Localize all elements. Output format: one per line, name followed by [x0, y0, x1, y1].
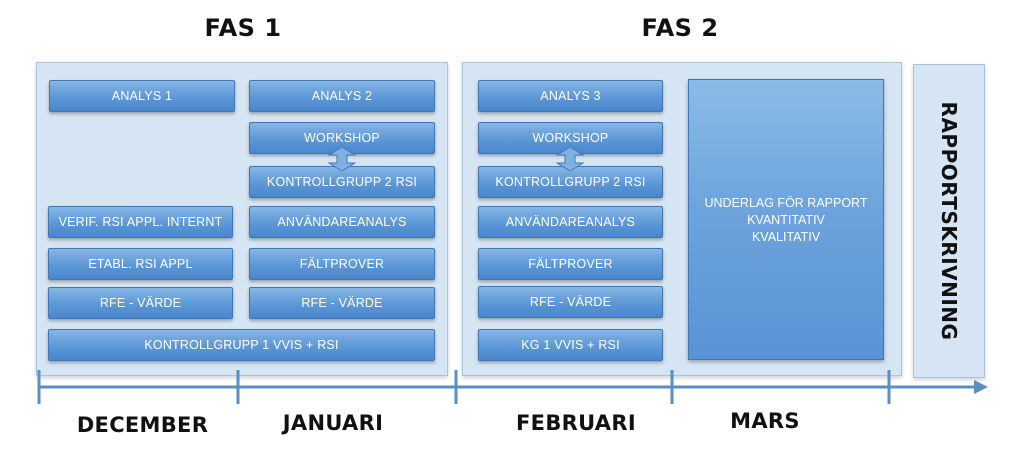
rfe-varde-box-left: RFE - VÄRDE	[48, 287, 233, 319]
analys-2-box: ANALYS 2	[249, 80, 435, 112]
phase-1-title: FAS 1	[204, 14, 282, 42]
double-arrow-icon-2	[556, 147, 584, 171]
rapportskrivning-panel: RAPPORTSKRIVNING	[913, 64, 985, 378]
kontrollgrupp-1-box: KONTROLLGRUPP 1 VVIS + RSI	[48, 329, 435, 361]
underlag-line-2: KVANTITATIV	[747, 213, 825, 227]
underlag-line-3: KVALITATIV	[751, 230, 821, 244]
month-januari: JANUARI	[282, 411, 384, 435]
month-december: DECEMBER	[76, 413, 209, 437]
anvandareanalys-box-2: ANVÄNDAREANALYS	[478, 206, 663, 238]
rapportskrivning-label: RAPPORTSKRIVNING	[937, 101, 961, 341]
underlag-line-1: UNDERLAG FÖR RAPPORT	[704, 196, 868, 210]
kontrollgrupp-2-box-2: KONTROLLGRUPP 2 RSI	[478, 166, 663, 198]
analys-1-box: ANALYS 1	[49, 80, 235, 112]
faltprover-box-1: FÄLTPROVER	[249, 248, 435, 280]
underlag-rapport-box: UNDERLAG FÖR RAPPORT KVANTITATIV KVALITA…	[688, 79, 884, 360]
verif-box: VERIF. RSI APPL. INTERNT	[48, 206, 233, 238]
kg1-box: KG 1 VVIS + RSI	[478, 329, 663, 361]
rfe-varde-box-2: RFE - VÄRDE	[478, 286, 663, 318]
rfe-varde-box-right: RFE - VÄRDE	[249, 287, 435, 319]
phase-2-title: FAS 2	[641, 14, 719, 42]
month-mars: MARS	[730, 409, 800, 433]
etabl-box: ETABL. RSI APPL	[48, 248, 233, 280]
anvandareanalys-box-1: ANVÄNDAREANALYS	[249, 206, 435, 238]
month-februari: FEBRUARI	[516, 411, 636, 435]
double-arrow-icon-1	[328, 147, 356, 171]
faltprover-box-2: FÄLTPROVER	[478, 248, 663, 280]
timeline-axis	[37, 370, 988, 404]
analys-3-box: ANALYS 3	[478, 80, 663, 112]
